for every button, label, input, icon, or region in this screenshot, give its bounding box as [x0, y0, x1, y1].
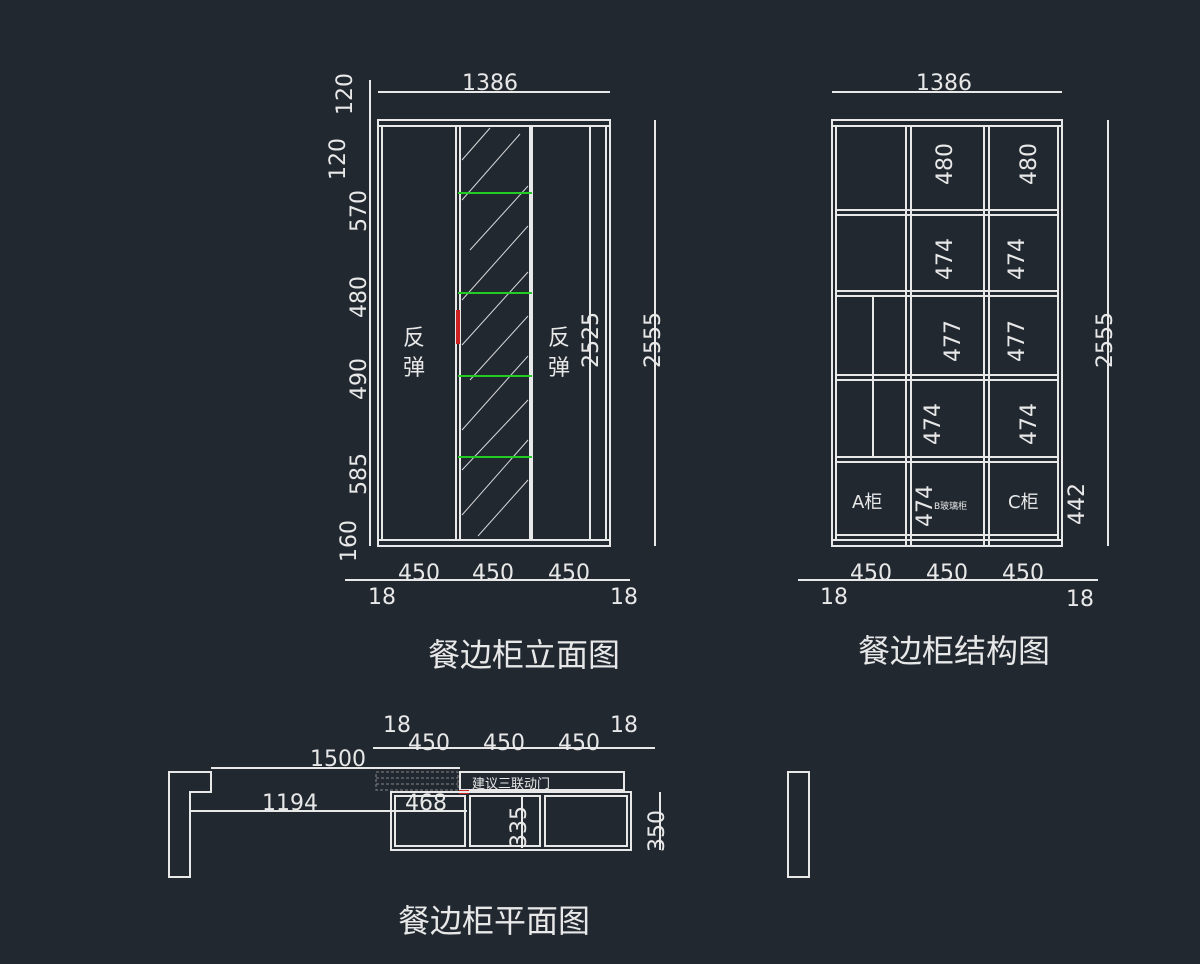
dimension-label: 450 [548, 561, 590, 586]
dimension-label: 474 [921, 403, 946, 445]
dimension-label: 18 [610, 713, 638, 738]
drawing-line [459, 771, 625, 791]
drawing-line [390, 791, 632, 851]
dimension-label: 570 [347, 190, 372, 232]
drawing-line [461, 399, 529, 471]
drawing-line [469, 795, 541, 847]
plan-view: 建议三联动门 18 450 450 450 18 1500 1194 468 3… [168, 713, 810, 940]
drawing-line [469, 315, 529, 381]
dimension-label: 335 [507, 806, 532, 848]
plan-note: 建议三联动门 [472, 777, 550, 792]
drawing-line [394, 795, 466, 847]
door-label: 弹 [548, 356, 570, 381]
dimension-label: 480 [347, 276, 372, 318]
dimension-label: 1386 [916, 71, 972, 96]
dimension-label: 18 [368, 585, 396, 610]
drawing-line [461, 439, 529, 516]
drawing-line [461, 355, 529, 431]
side-panel [787, 771, 810, 878]
elevation-view: 反 弹 反 弹 1386 120 120 570 480 490 585 160… [326, 71, 666, 674]
structure-view: 480 474 477 474 474 480 474 477 474 442 … [798, 71, 1118, 670]
dimension-label: 2555 [641, 312, 666, 368]
dimension-label: B玻璃柜 [934, 500, 967, 512]
drawing-line [477, 479, 529, 537]
cabinet-outline [377, 119, 611, 547]
plan-title: 餐边柜平面图 [398, 902, 590, 940]
dimension-label: 450 [472, 561, 514, 586]
dimension-label: 450 [483, 731, 525, 756]
dimension-label: 477 [1005, 320, 1030, 362]
door-label: 反 [403, 326, 425, 351]
dimension-label: 477 [941, 320, 966, 362]
wall [168, 771, 212, 878]
dimension-label: 474 [933, 238, 958, 280]
drawing-line [461, 127, 491, 161]
dimension-label: 468 [405, 791, 447, 816]
dimension-label: 350 [645, 810, 670, 852]
dimension-label: A柜 [852, 492, 882, 513]
dimension-label: 450 [926, 561, 968, 586]
dim-width: 1386 [462, 71, 518, 96]
drawing-line [469, 185, 529, 251]
dimension-label: 450 [408, 731, 450, 756]
dimension-label: 585 [347, 453, 372, 495]
dimension-label: 120 [326, 138, 351, 180]
dimension-label: 480 [933, 143, 958, 185]
handle [456, 310, 460, 344]
dimension-label: 442 [1065, 483, 1090, 525]
dimension-label: 18 [383, 713, 411, 738]
dimension-label: 474 [913, 485, 938, 527]
dimension-label: 18 [1066, 587, 1094, 612]
dimension-label: 2525 [579, 312, 604, 368]
dimension-label: 480 [1017, 143, 1042, 185]
dimension-label: 450 [850, 561, 892, 586]
drawing-line [831, 119, 1063, 547]
glass-hatch [461, 127, 529, 537]
dimension-label: 450 [398, 561, 440, 586]
dimension-label: C柜 [1008, 492, 1039, 513]
dimension-label: 474 [1017, 403, 1042, 445]
drawing-line [544, 795, 628, 847]
drawing-line [461, 225, 529, 301]
dimension-label: 474 [1005, 238, 1030, 280]
door-label: 反 [548, 326, 570, 351]
dimension-label: 450 [558, 731, 600, 756]
dimension-label: 2555 [1093, 312, 1118, 368]
dimension-label: 18 [820, 585, 848, 610]
structure-title: 餐边柜结构图 [858, 632, 1050, 670]
elevation-title: 餐边柜立面图 [428, 636, 620, 674]
drawing-line [461, 133, 521, 201]
drawing-line [375, 771, 459, 791]
dimension-label: 18 [610, 585, 638, 610]
dimension-label: 1194 [262, 791, 318, 816]
door-label: 弹 [403, 356, 425, 381]
dimension-label: 160 [337, 520, 362, 562]
dimension-label: 120 [333, 73, 358, 115]
dimension-label: 1500 [310, 747, 366, 772]
dimension-label: 450 [1002, 561, 1044, 586]
dimension-label: 490 [347, 358, 372, 400]
drawing-line [461, 271, 529, 346]
